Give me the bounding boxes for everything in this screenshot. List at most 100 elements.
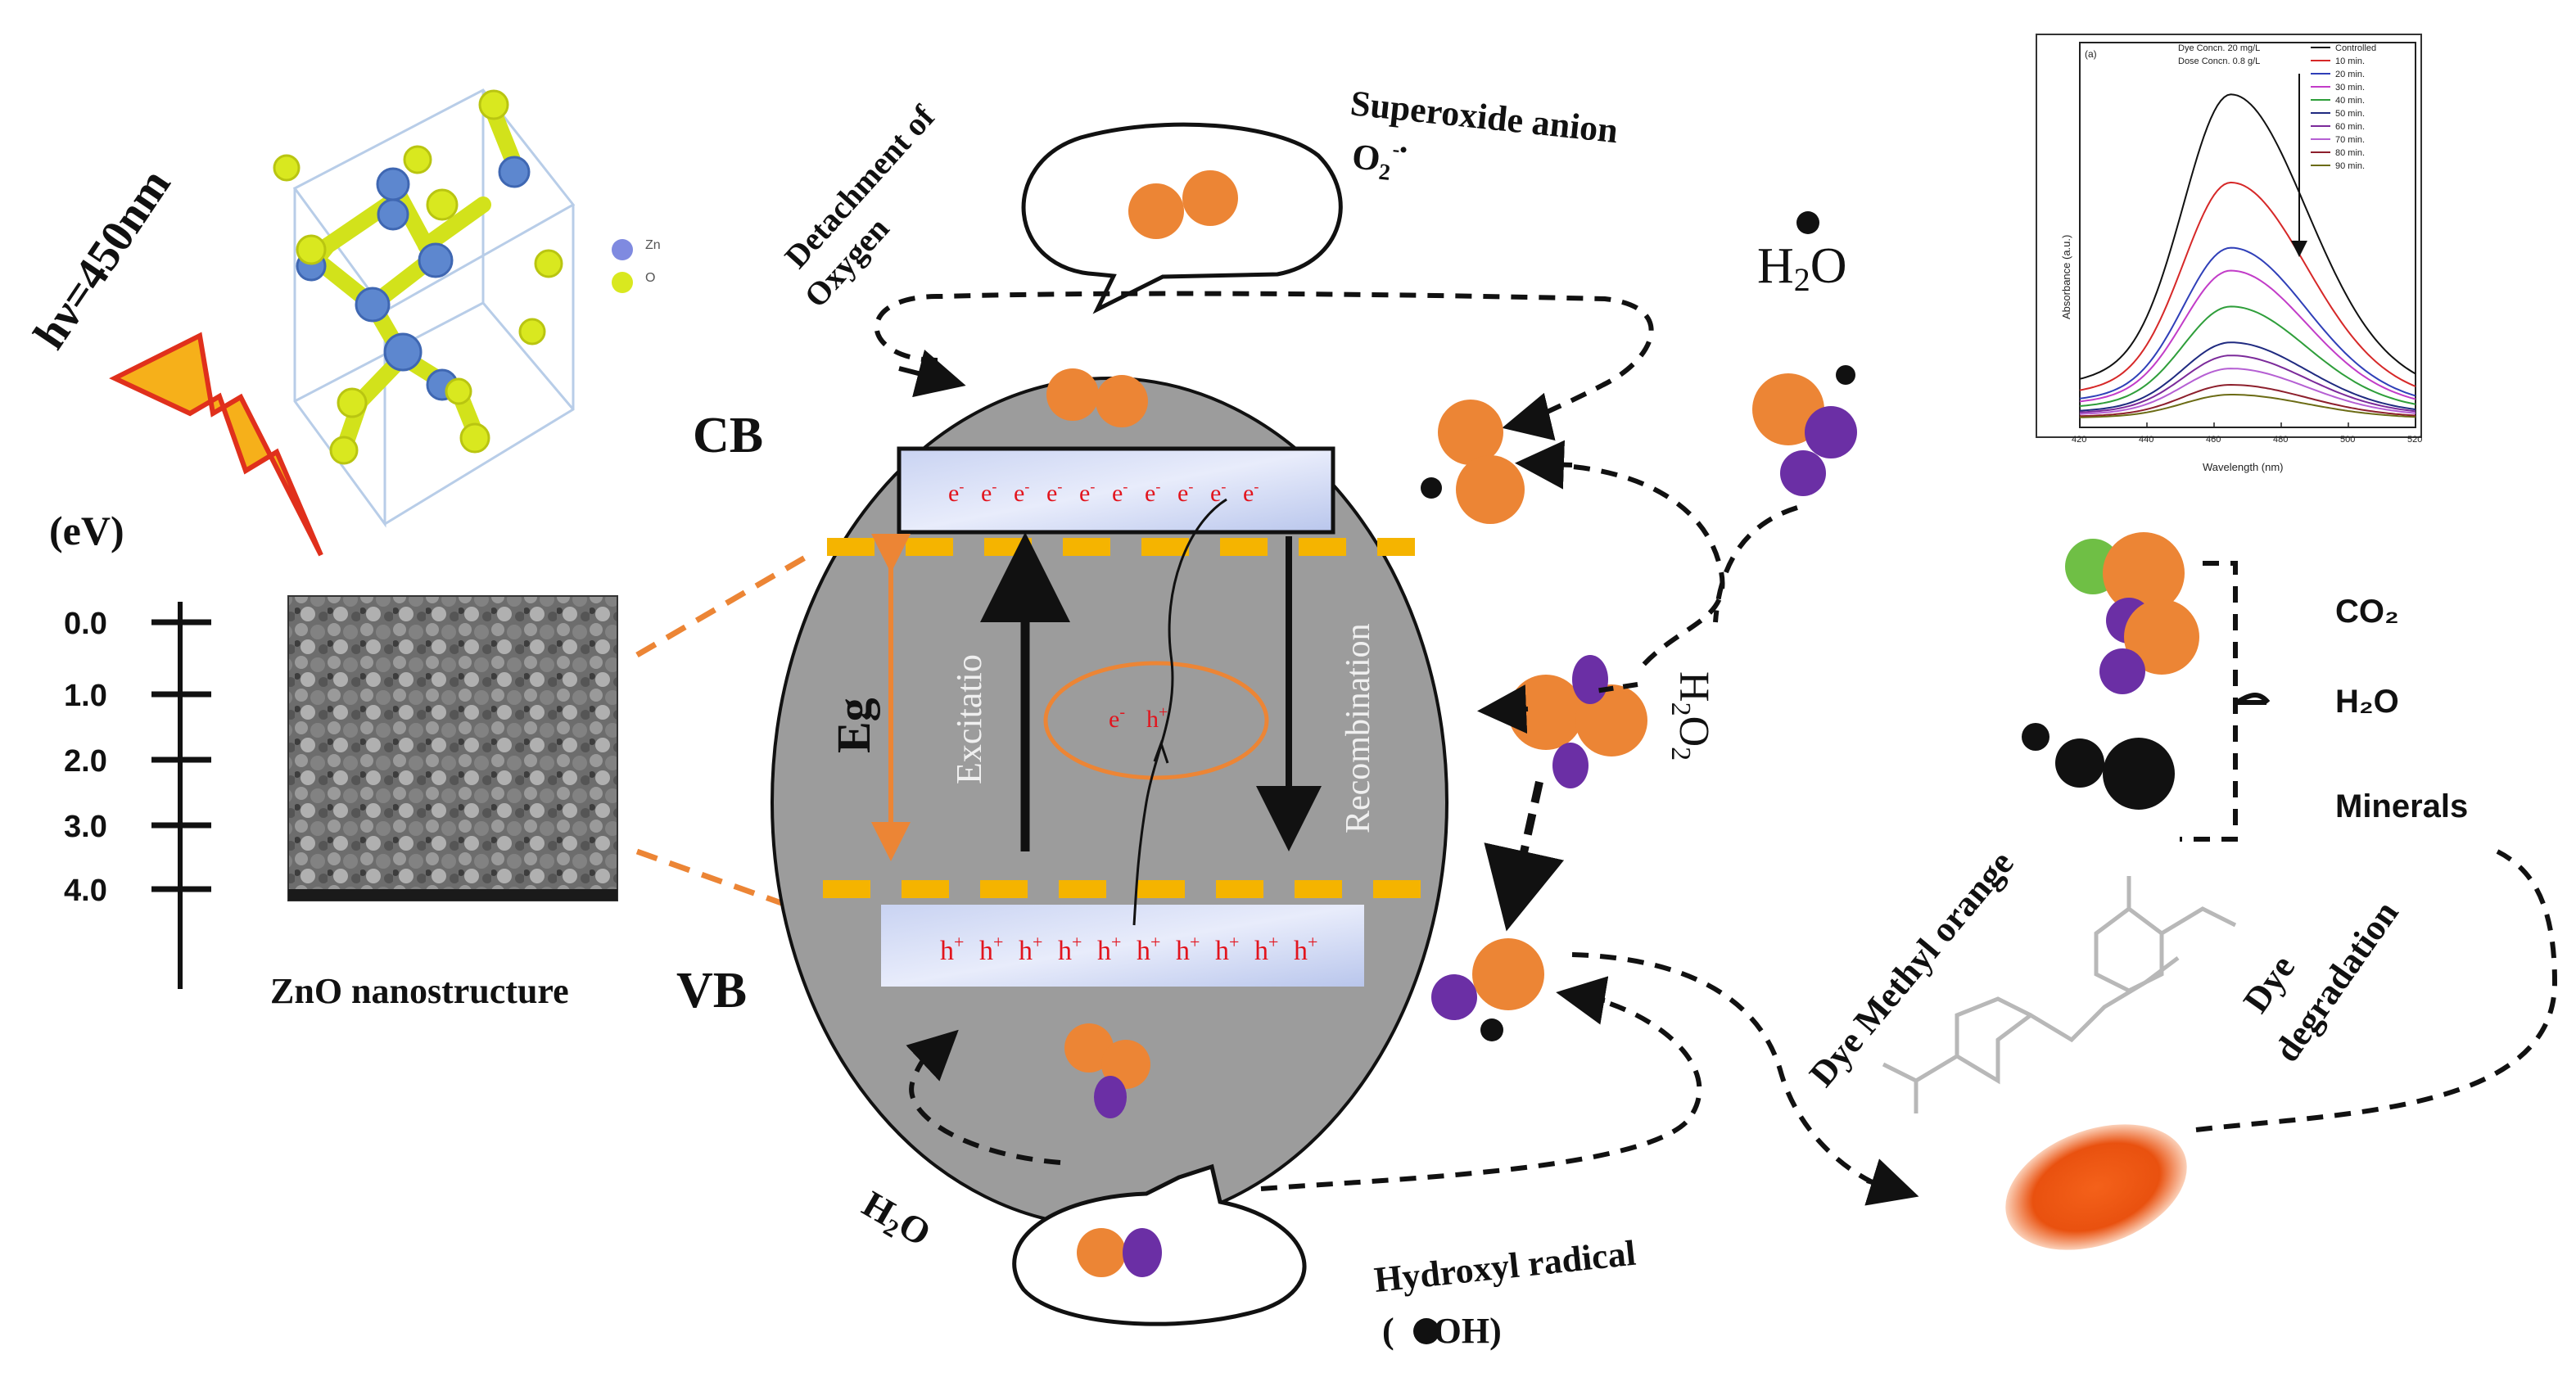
energy-tick-label: 2.0 bbox=[64, 744, 107, 779]
chart-plot-area bbox=[2079, 42, 2416, 428]
chart-legend-label: 40 min. bbox=[2335, 96, 2365, 106]
pair-hole-label: h+ bbox=[1146, 703, 1168, 733]
vb-hole: h+ bbox=[1058, 932, 1082, 966]
energy-tick-label: 0.0 bbox=[64, 607, 107, 641]
vb-hole: h+ bbox=[1294, 932, 1317, 966]
chart-legend-label: 10 min. bbox=[2335, 56, 2365, 66]
water-top-label: H2O bbox=[1757, 238, 1847, 298]
chart-series-line bbox=[2079, 394, 2416, 418]
vb-hole: h+ bbox=[1176, 932, 1200, 966]
band-gap-label: Eg bbox=[827, 698, 880, 753]
chart-xlabel: Wavelength (nm) bbox=[2203, 461, 2284, 473]
peroxide-molecule bbox=[1508, 655, 1647, 788]
vb-holes: h+ h+ h+ h+ h+ h+ h+ h+ h+ h+ bbox=[940, 932, 1317, 966]
water-molecule-right bbox=[1752, 365, 1857, 496]
recombination-label: Recombination bbox=[1340, 623, 1377, 833]
cb-electron: e- bbox=[1243, 478, 1259, 507]
cb-electron: e- bbox=[1014, 478, 1029, 507]
methyl-orange-structure-icon bbox=[1882, 876, 2237, 1113]
vb-hole: h+ bbox=[1254, 932, 1278, 966]
hydroxyl-label-line2: (OH) bbox=[1382, 1311, 1502, 1351]
chart-series-line bbox=[2079, 368, 2416, 415]
dye-powder-image bbox=[2005, 1124, 2187, 1250]
hydroxyl-label-line1: Hydroxyl radical bbox=[1372, 1233, 1638, 1300]
chart-legend-label: 80 min. bbox=[2335, 148, 2365, 158]
lightning-bolt-icon bbox=[109, 332, 323, 557]
chart-legend-label: Controlled bbox=[2335, 43, 2376, 53]
peroxide-label: H2O2 bbox=[1665, 671, 1717, 761]
chart-series bbox=[2079, 93, 2416, 418]
cb-electron: e- bbox=[1145, 478, 1160, 507]
superoxide-cycle-path bbox=[874, 291, 1654, 428]
absorbance-chart: (a) Dye Concn. 20 mg/L Dose Concn. 0.8 g… bbox=[2036, 34, 2422, 473]
chart-x-tick-label: 480 bbox=[2273, 435, 2288, 445]
hydroperoxyl-molecule bbox=[1421, 400, 1525, 524]
energy-tick-label: 3.0 bbox=[64, 810, 107, 844]
chart-legend-label: 30 min. bbox=[2335, 83, 2365, 93]
vb-hole: h+ bbox=[979, 932, 1003, 966]
chart-x-tick-label: 460 bbox=[2206, 435, 2221, 445]
cb-electron: e- bbox=[1177, 478, 1193, 507]
chart-series-line bbox=[2079, 383, 2416, 418]
energy-tick-label: 1.0 bbox=[64, 679, 107, 713]
chart-panel-label: (a) bbox=[2085, 48, 2097, 60]
cb-electron: e- bbox=[1112, 478, 1128, 507]
crystal-structure: Zn O bbox=[273, 88, 661, 528]
chart-series-line bbox=[2079, 355, 2416, 413]
energy-unit-label: (eV) bbox=[49, 508, 124, 553]
zn-legend-dot bbox=[612, 239, 633, 260]
superoxide-label-line1: Superoxide anion bbox=[1349, 83, 1620, 151]
product-molecule-cluster bbox=[2022, 532, 2199, 810]
dye-label: Dye Methyl orange bbox=[1801, 843, 2021, 1095]
vb-hole: h+ bbox=[1215, 932, 1239, 966]
vb-hole: h+ bbox=[940, 932, 964, 966]
chart-series-line bbox=[2079, 341, 2416, 412]
product-co2-label: CO₂ bbox=[2335, 594, 2399, 630]
pair-electron-label: e- bbox=[1109, 703, 1125, 733]
electron-hole-pair-ring bbox=[1043, 661, 1269, 780]
o-legend-label: O bbox=[645, 271, 655, 285]
vb-hole: h+ bbox=[1019, 932, 1042, 966]
chart-legend-label: 90 min. bbox=[2335, 161, 2365, 171]
chart-ylabel: Absorbance (a.u.) bbox=[2060, 235, 2072, 319]
conduction-band-box bbox=[897, 446, 1335, 535]
cb-electron: e- bbox=[1210, 478, 1226, 507]
chart-x-tick-label: 420 bbox=[2072, 435, 2086, 445]
superoxide-bubble bbox=[1021, 122, 1343, 314]
valence-band-box bbox=[881, 905, 1364, 987]
chart-series-line bbox=[2079, 181, 2416, 391]
chart-legend-label: 60 min. bbox=[2335, 122, 2365, 132]
zno-particle: e-e-e-e-e-e-e-e-e-e- h+h+h+h+h+h+h+h+h+h… bbox=[771, 368, 1448, 1228]
vb-hole: h+ bbox=[1137, 932, 1160, 966]
cb-label: CB bbox=[693, 408, 763, 463]
chart-series-line bbox=[2079, 246, 2416, 400]
product-minerals-label: Minerals bbox=[2335, 788, 2468, 824]
superoxide-label-line2: O2-• bbox=[1349, 133, 1408, 187]
hydroxyl-molecule bbox=[1431, 938, 1544, 1041]
excitation-label: Excitatio bbox=[949, 654, 989, 784]
water-bottom-label: H2O bbox=[854, 1182, 938, 1258]
chart-legend-label: 70 min. bbox=[2335, 135, 2365, 145]
vb-label: VB bbox=[676, 963, 747, 1018]
chart-annotation-1: Dye Concn. 20 mg/L bbox=[2178, 43, 2260, 53]
cb-electron: e- bbox=[1079, 478, 1095, 507]
carrier-trajectory-line bbox=[1132, 498, 1227, 926]
chart-series-line bbox=[2079, 305, 2416, 407]
cb-electrons: e-e-e-e-e-e-e-e-e-e- bbox=[948, 478, 1259, 507]
chart-x-tick-label: 500 bbox=[2340, 435, 2355, 445]
chart-series-line bbox=[2079, 93, 2416, 380]
o-legend-dot bbox=[612, 272, 633, 293]
adsorbed-oxygen-molecule bbox=[1046, 368, 1148, 427]
zn-legend-label: Zn bbox=[645, 238, 661, 252]
sem-image: ZnO nanostructure bbox=[270, 595, 618, 1011]
chart-legend-label: 20 min. bbox=[2335, 70, 2365, 79]
photon-group: hν=450nm bbox=[24, 160, 323, 557]
cb-electron: e- bbox=[948, 478, 964, 507]
vb-hole: h+ bbox=[1097, 932, 1121, 966]
sem-caption: ZnO nanostructure bbox=[270, 971, 569, 1011]
cb-electron: e- bbox=[981, 478, 997, 507]
energy-scale: (eV) 0.01.02.03.04.0 bbox=[49, 508, 211, 989]
